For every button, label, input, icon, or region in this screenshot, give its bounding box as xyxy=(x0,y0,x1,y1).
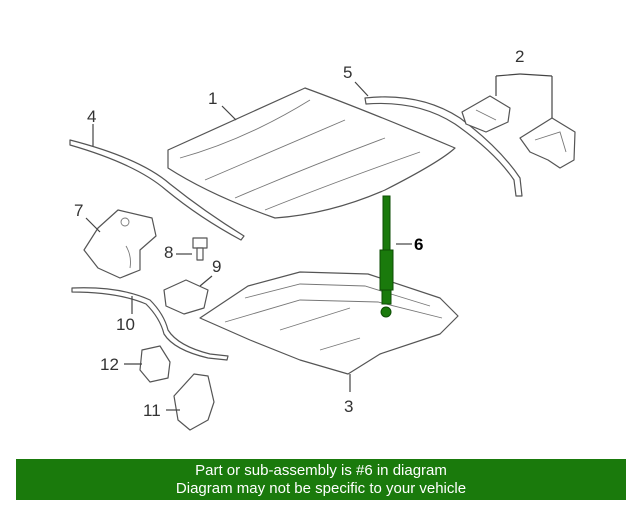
part-10-cable[interactable] xyxy=(71,287,229,361)
callout-9[interactable]: 9 xyxy=(212,257,222,276)
callout-3[interactable]: 3 xyxy=(344,397,354,416)
callout-11[interactable]: 11 xyxy=(143,401,161,420)
part-7-latch[interactable] xyxy=(83,209,157,279)
info-banner: Part or sub-assembly is #6 in diagram Di… xyxy=(16,459,626,500)
part-1-hood[interactable] xyxy=(167,87,456,219)
callout-7[interactable]: 7 xyxy=(74,201,84,220)
part-9-bracket[interactable] xyxy=(163,279,209,315)
part-6-strut[interactable] xyxy=(379,195,394,318)
part-11-plate[interactable] xyxy=(173,373,215,431)
callout-6[interactable]: 6 xyxy=(414,235,424,254)
callout-10[interactable]: 10 xyxy=(116,315,135,334)
part-4-cable[interactable] xyxy=(69,139,245,241)
part-5-seal[interactable] xyxy=(364,96,523,197)
callout-4[interactable]: 4 xyxy=(87,107,97,126)
part-12-striker[interactable] xyxy=(139,345,171,383)
banner-line-2: Diagram may not be specific to your vehi… xyxy=(175,480,467,497)
callout-12[interactable]: 12 xyxy=(100,355,119,374)
part-3-insulator[interactable] xyxy=(199,271,459,375)
callout-8[interactable]: 8 xyxy=(164,243,174,262)
callout-2[interactable]: 2 xyxy=(515,47,525,66)
banner-line-1: Part or sub-assembly is #6 in diagram xyxy=(195,462,447,479)
part-2-hinges[interactable] xyxy=(461,95,576,169)
part-8-bolt[interactable] xyxy=(192,237,208,261)
leader-lines xyxy=(85,73,553,411)
callout-5[interactable]: 5 xyxy=(343,63,353,82)
callout-1[interactable]: 1 xyxy=(208,89,218,108)
